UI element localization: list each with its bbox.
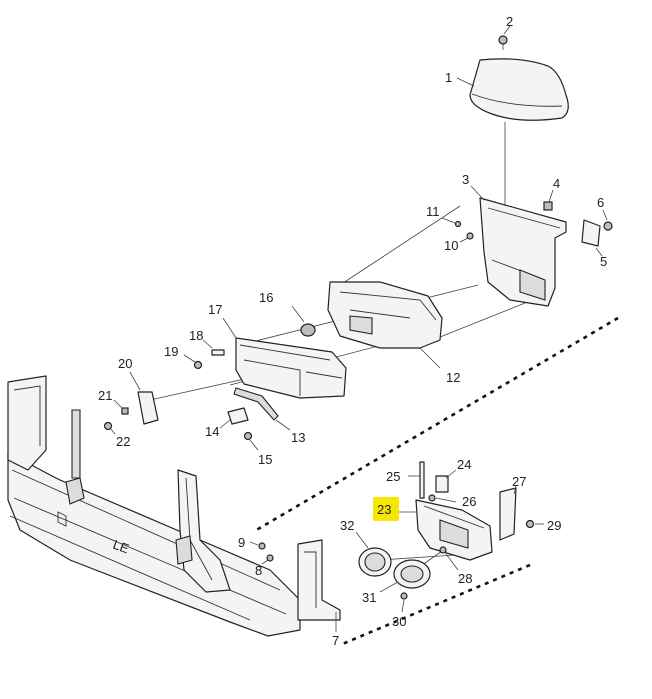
part-29-screw[interactable] [525,519,545,529]
callout-14[interactable]: 14 [205,424,219,439]
part-16-bulb[interactable] [291,305,316,337]
callout-6[interactable]: 6 [597,195,604,210]
callout-5[interactable]: 5 [600,254,607,269]
part-20-marker-lamp[interactable] [129,371,159,425]
part-4-clip[interactable] [543,189,554,211]
callout-4[interactable]: 4 [553,176,560,191]
callout-31[interactable]: 31 [362,590,376,605]
part-30-screw[interactable] [400,592,408,613]
dashed-reference-line-upper [252,316,619,534]
callout-25[interactable]: 25 [386,469,400,484]
callout-22[interactable]: 22 [116,434,130,449]
callout-28[interactable]: 28 [458,571,472,586]
callout-32[interactable]: 32 [340,518,354,533]
part-8-nut[interactable] [261,554,274,565]
callout-23-highlight [373,497,399,521]
part-15-screw[interactable] [243,431,259,451]
callout-1[interactable]: 1 [445,70,452,85]
part-18-pin[interactable] [202,339,225,356]
dashed-reference-line-lower [339,563,531,647]
part-22-screw[interactable] [103,421,116,435]
callout-30[interactable]: 30 [392,614,406,629]
front-bumper[interactable]: LE [7,375,301,637]
callout-16[interactable]: 16 [259,290,273,305]
part-28-screw[interactable] [439,546,459,571]
callout-10[interactable]: 10 [444,238,458,253]
part-25-stud[interactable] [408,461,425,499]
callout-11[interactable]: 11 [426,204,440,219]
part-32-fog-lamp-left[interactable] [355,531,392,577]
callout-19[interactable]: 19 [164,344,178,359]
part-3-bracket[interactable] [470,185,567,307]
callout-18[interactable]: 18 [189,328,203,343]
part-11-washer[interactable] [441,217,462,228]
part-5-bracket-small[interactable] [581,219,603,257]
callout-27[interactable]: 27 [512,474,526,489]
callout-12[interactable]: 12 [446,370,460,385]
part-13-trim-strip[interactable] [233,387,291,431]
callout-24[interactable]: 24 [457,457,471,472]
part-6-screw[interactable] [602,209,613,231]
part-26-screw[interactable] [428,494,457,503]
callout-26[interactable]: 26 [462,494,476,509]
part-31-fog-lamp-right[interactable] [379,559,431,593]
part-21-socket[interactable] [113,399,129,415]
part-23-fog-lamp-bracket[interactable] [398,499,493,561]
part-19-screw[interactable] [183,354,203,370]
callout-9[interactable]: 9 [238,535,245,550]
part-27-bracket-small[interactable] [499,485,517,541]
callout-29[interactable]: 29 [547,518,561,533]
callout-3[interactable]: 3 [462,172,469,187]
callout-15[interactable]: 15 [258,452,272,467]
part-10-screw[interactable] [459,232,474,243]
svg-text:LE: LE [111,537,131,557]
callout-labels: 1 2 3 4 5 6 7 8 9 10 11 12 13 14 15 16 1… [98,14,607,648]
part-14-clip[interactable] [219,407,249,429]
callout-8[interactable]: 8 [255,563,262,578]
callout-2[interactable]: 2 [506,14,513,29]
callout-13[interactable]: 13 [291,430,305,445]
part-24-clip[interactable] [435,469,457,493]
part-1-top-cap[interactable] [456,58,569,121]
part-12-headlamp-housing[interactable] [327,281,443,369]
part-9-screw[interactable] [249,541,266,550]
part-17-headlamp[interactable] [222,317,347,399]
part-2-screw[interactable] [498,25,511,50]
callout-21[interactable]: 21 [98,388,112,403]
callout-7[interactable]: 7 [332,633,339,648]
callout-20[interactable]: 20 [118,356,132,371]
part-7-bracket[interactable] [297,539,341,632]
callout-23[interactable]: 23 [377,502,391,517]
callout-17[interactable]: 17 [208,302,222,317]
